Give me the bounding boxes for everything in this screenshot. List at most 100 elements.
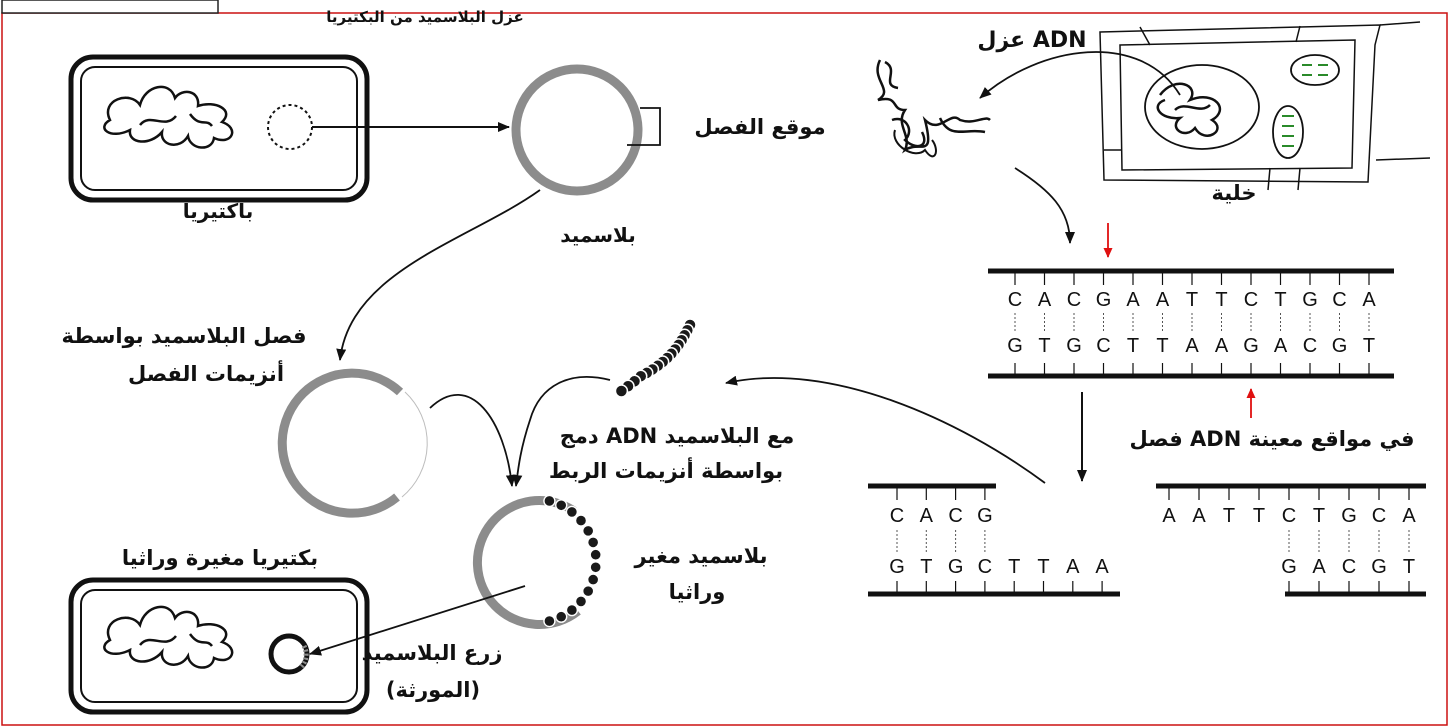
gene-bead <box>543 614 556 628</box>
dna-base: T <box>1008 556 1020 578</box>
dna-base: G <box>1007 335 1023 357</box>
dna-base: A <box>1038 289 1052 311</box>
dna-base: A <box>1185 335 1199 357</box>
arrow-gene-to-recombinant <box>512 376 611 487</box>
dna-base: C <box>1244 289 1258 311</box>
dna-base: C <box>890 505 904 527</box>
dna-base: A <box>1156 289 1170 311</box>
dna-base: T <box>1038 335 1050 357</box>
merge-label-2: بواسطة أنزيمات الربط <box>549 456 783 483</box>
dna-base: A <box>1192 505 1206 527</box>
dna-base: T <box>1156 335 1168 357</box>
chloroplast-icon <box>1290 54 1340 86</box>
dna-base: C <box>1282 505 1296 527</box>
dna-base: T <box>1313 505 1325 527</box>
dna-base: G <box>1371 556 1387 578</box>
gene-bead <box>581 524 595 538</box>
dna-base: C <box>1067 289 1081 311</box>
gene-bead <box>555 499 568 512</box>
bacteria-label: باكتيريا <box>183 199 253 223</box>
dna-base: G <box>1066 335 1082 357</box>
inserted-gene-icon <box>543 494 602 628</box>
dna-base: T <box>1215 289 1227 311</box>
gene-fragment-icon <box>614 318 697 398</box>
dna-base: A <box>1312 556 1326 578</box>
gm-bacterium-icon <box>68 577 370 715</box>
dna-base: T <box>1403 556 1415 578</box>
recombinant-plasmid-label-2: وراثيا <box>669 580 726 604</box>
cut-plasmid-label-2: أنزيمات الفصل <box>128 359 284 386</box>
isolate-plasmid-label: عزل البلاسميد من البكتيريا <box>326 8 523 26</box>
arrow-to-sequence <box>1014 167 1075 244</box>
insert-label-2: (المورثة) <box>386 678 480 702</box>
gene-bead <box>589 548 602 561</box>
dna-base: G <box>1332 335 1348 357</box>
dna-base: A <box>1126 289 1140 311</box>
plasmid-label: بلاسميد <box>560 223 636 247</box>
dna-base: A <box>1162 505 1176 527</box>
dna-base: C <box>978 556 992 578</box>
arrow-isolate-dna <box>979 51 1181 99</box>
dna-base: C <box>1008 289 1022 311</box>
dna-base: A <box>920 505 934 527</box>
gene-bead <box>543 494 556 508</box>
outer-frame <box>1 12 1448 726</box>
arrow-to-gene <box>725 375 1046 484</box>
chloroplast-icon-2 <box>1272 105 1304 159</box>
dna-base: A <box>1215 335 1229 357</box>
dna-base: T <box>1274 289 1286 311</box>
gene-bead <box>574 595 588 608</box>
dna-base: A <box>1066 556 1080 578</box>
bacterium-icon <box>68 54 370 203</box>
insert-label-1: زرع البلاسميد <box>362 641 503 665</box>
gene-bead <box>574 514 588 527</box>
dna-base: C <box>1303 335 1317 357</box>
gene-bead <box>565 505 579 519</box>
dna-base: G <box>1243 335 1259 357</box>
merge-label-1: دمج ADN مع البلاسميد <box>560 424 795 448</box>
dna-base: C <box>1096 335 1110 357</box>
dna-base: T <box>1363 335 1375 357</box>
recombinant-plasmid-label-1: بلاسميد مغير <box>633 544 767 568</box>
dna-base: T <box>1223 505 1235 527</box>
dna-base: A <box>1095 556 1109 578</box>
gene-bead <box>589 561 602 574</box>
dna-base: C <box>1342 556 1356 578</box>
dna-base: C <box>1372 505 1386 527</box>
nucleus-icon <box>1144 64 1260 150</box>
chromosome-icon <box>103 85 234 149</box>
cut-plasmid-label-1: فصل البلاسميد بواسطة <box>62 324 307 348</box>
dna-base: G <box>948 556 964 578</box>
plant-cell-icon <box>1099 21 1431 191</box>
gene-bead <box>565 603 579 617</box>
arrow-insert-plasmid <box>309 585 526 656</box>
gm-bacteria-label: بكتيريا مغيرة وراثيا <box>122 546 318 570</box>
dna-base: A <box>1402 505 1416 527</box>
dna-base: C <box>1332 289 1346 311</box>
dna-base: T <box>1037 556 1049 578</box>
arrow-open-to-recombinant <box>429 394 516 487</box>
gene-bead <box>586 573 600 586</box>
cut-site-bracket <box>627 107 661 146</box>
dna-base: G <box>1341 505 1357 527</box>
dna-base: A <box>1362 289 1376 311</box>
gene-bead <box>614 384 629 398</box>
dna-base: G <box>889 556 905 578</box>
small-plasmid-icon <box>267 104 313 150</box>
gene-bead <box>581 584 595 598</box>
dna-base: T <box>1127 335 1139 357</box>
recombinant-plasmid-icon <box>472 496 581 629</box>
arrow-to-cut-plasmid <box>336 189 541 361</box>
dna-base: G <box>1096 289 1112 311</box>
dna-base: T <box>1186 289 1198 311</box>
dna-base: A <box>1274 335 1288 357</box>
cut-site-label: موقع الفصل <box>694 115 825 139</box>
cell-label: خلية <box>1211 181 1256 205</box>
dna-base: G <box>1302 289 1318 311</box>
dna-base: T <box>920 556 932 578</box>
header-tab <box>1 0 219 14</box>
